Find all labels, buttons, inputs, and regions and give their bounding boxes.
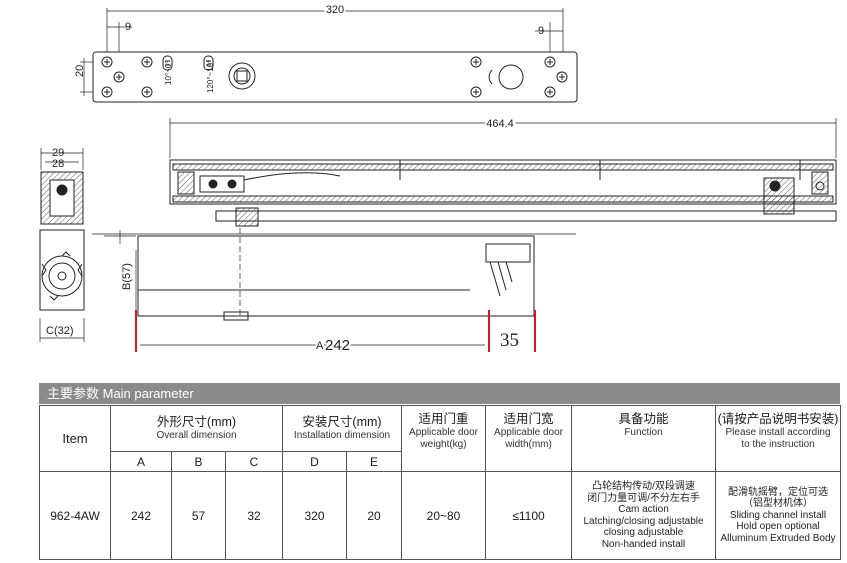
- sub-col-e: E: [345, 451, 403, 472]
- dim-body-length-value: 242: [325, 337, 350, 354]
- cell-e: 20: [345, 471, 403, 560]
- sub-col-b: B: [171, 451, 226, 472]
- col-overall: 外形尺寸(mm) Overall dimension: [110, 405, 283, 452]
- cell-item: 962-4AW: [39, 471, 111, 560]
- cell-d: 320: [282, 471, 347, 560]
- table-header-title: 主要参数 Main parameter: [47, 386, 194, 401]
- top-view-mounting-plate: [80, 8, 578, 103]
- dim-side-inner: 28: [52, 158, 64, 170]
- table-header-row-1: Item 外形尺寸(mm) Overall dimension 安装尺寸(mm)…: [39, 405, 842, 472]
- dim-body-height: B(57): [121, 263, 133, 290]
- dim-top-left-offset: 9: [125, 21, 131, 33]
- col-install: 安装尺寸(mm) Installation dimension: [281, 405, 403, 452]
- col-note: (请按产品说明书安装) Please install according to …: [715, 405, 842, 472]
- cell-note: 配滑轨摇臂，定位可选 （铝型材机体） Sliding channel insta…: [715, 471, 842, 560]
- cell-width: ≤1100: [485, 471, 573, 560]
- dim-body-length-prefix: A: [316, 340, 324, 352]
- cell-a: 242: [110, 471, 172, 560]
- sliding-channel-view: [169, 118, 837, 227]
- dim-top-right-offset: 9: [538, 25, 544, 37]
- side-view: [39, 148, 85, 342]
- sub-col-d: D: [282, 451, 347, 472]
- sub-col-c: C: [225, 451, 283, 472]
- parameter-table: Item 外形尺寸(mm) Overall dimension 安装尺寸(mm)…: [39, 405, 842, 560]
- table-row: 962-4AW 242 57 32 320 20 20~80 ≤1100 凸轮结…: [39, 471, 842, 560]
- dim-mid-length: 464.4: [486, 118, 514, 130]
- col-weight: 适用门重 Applicable door weight(kg): [401, 405, 487, 472]
- cell-c: 32: [225, 471, 283, 560]
- valve-left-label: 10°~0°: [164, 61, 173, 85]
- cell-function: 凸轮结构传动/双段调速 闭门力量可调/不分左右手 Cam action Latc…: [571, 471, 717, 560]
- table-header-row-2: A B C D E: [40, 451, 841, 472]
- dim-arm-offset: 35: [500, 330, 519, 351]
- closer-body-view: [92, 228, 576, 321]
- dim-body-depth: C(32): [46, 325, 74, 337]
- cell-weight: 20~80: [401, 471, 487, 560]
- col-width: 适用门宽 Applicable door width(mm): [485, 405, 573, 472]
- dim-side-outer: 29: [52, 147, 64, 159]
- valve-mid-label: 120°~10°: [206, 60, 215, 93]
- table-header-bar: 主要参数 Main parameter: [39, 383, 840, 404]
- col-function: 具备功能 Function: [571, 405, 717, 472]
- sub-col-a: A: [110, 451, 172, 472]
- dim-top-length: 320: [326, 4, 344, 16]
- cell-b: 57: [171, 471, 226, 560]
- dim-top-height: 20: [74, 65, 86, 77]
- technical-drawing: 320 9 9 20 10°~0° 120°~10° 464.4: [39, 2, 837, 356]
- col-item: Item: [39, 405, 111, 472]
